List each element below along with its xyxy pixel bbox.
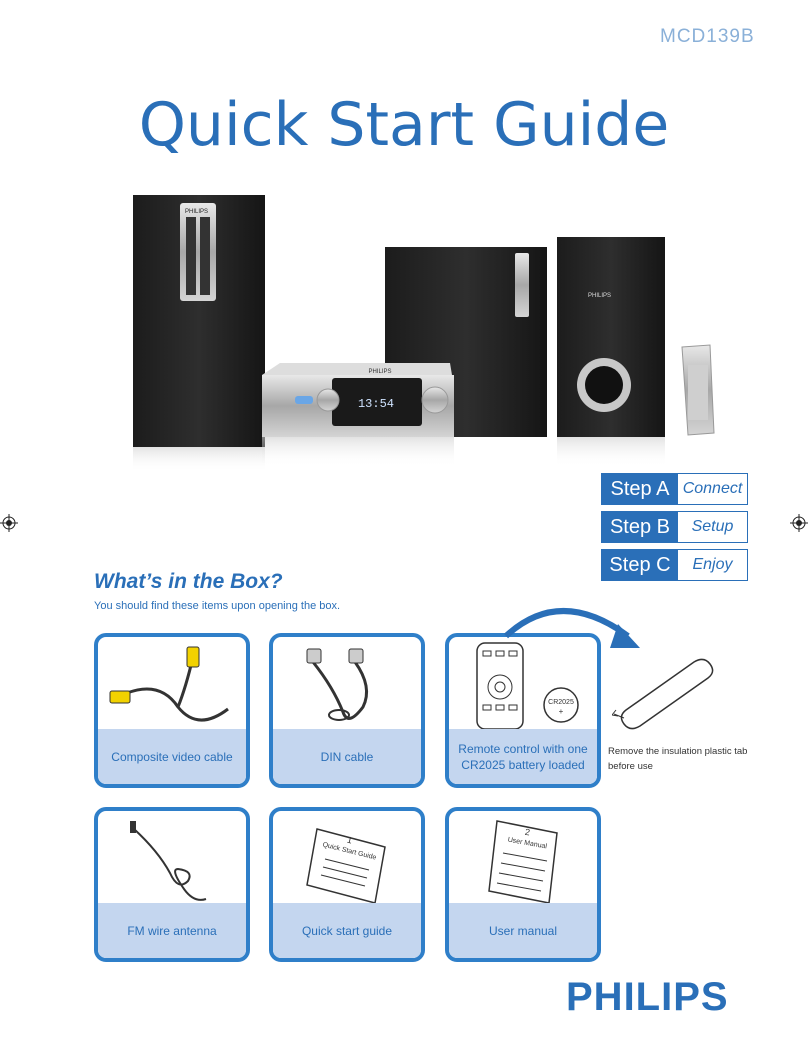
section-subtitle: You should find these items upon opening…: [94, 600, 341, 612]
unit-display: 13:54: [358, 397, 394, 411]
step-label: Step C: [602, 550, 678, 580]
item-caption: Quick start guide: [273, 903, 421, 958]
unit-brand-label: PHILIPS: [368, 369, 391, 375]
guide-number: 1: [346, 835, 353, 846]
din-cable-icon: [306, 648, 369, 721]
registration-mark-icon: [0, 514, 18, 532]
battery-note: Remove the insulation plastic tab before…: [608, 746, 748, 772]
registration-mark-icon: [790, 514, 808, 532]
manual-number: 2: [524, 827, 531, 838]
step-b: Step B Setup: [601, 511, 748, 543]
svg-text:PHILIPS: PHILIPS: [588, 293, 611, 299]
item-caption: FM wire antenna: [98, 903, 246, 958]
item-caption: User manual: [449, 903, 597, 958]
box-item-card: FM wire antenna: [94, 807, 250, 962]
steps-panel: Step A Connect Step B Setup Step C Enjoy: [601, 473, 748, 587]
curved-arrow-icon: [503, 608, 640, 648]
fm-antenna-icon: [130, 821, 207, 901]
step-action: Connect: [682, 480, 743, 497]
item-caption: Remote control with one CR2025 battery l…: [449, 729, 597, 784]
step-action: Enjoy: [692, 556, 733, 573]
step-label: Step B: [602, 512, 678, 542]
model-number: MCD139B: [660, 26, 755, 47]
battery-sign: +: [559, 707, 564, 716]
remote-control-icon: CR2025 +: [476, 642, 579, 729]
quick-guide-icon: 1 Quick Start Guide: [306, 828, 386, 903]
step-c: Step C Enjoy: [601, 549, 748, 581]
step-action: Setup: [691, 518, 734, 535]
brand-logo: PHILIPS: [566, 975, 729, 1019]
product-image: PHILIPS PHILIPS 13:54 PHILIPS: [133, 195, 715, 472]
box-item-card: Composite video cable: [94, 633, 250, 788]
battery-label: CR2025: [548, 699, 574, 706]
speaker-brand-label: PHILIPS: [185, 209, 208, 215]
item-caption: DIN cable: [273, 729, 421, 784]
composite-cable-icon: [109, 646, 229, 722]
page-title: Quick Start Guide: [138, 90, 670, 160]
remote-tab-icon: [612, 658, 714, 730]
box-item-card: CR2025 + Remote control with one CR2025 …: [445, 633, 601, 788]
box-item-card: 1 Quick Start Guide Quick start guide: [269, 807, 425, 962]
step-a: Step A Connect: [601, 473, 748, 505]
item-caption: Composite video cable: [98, 729, 246, 784]
box-item-card: DIN cable: [269, 633, 425, 788]
step-label: Step A: [602, 474, 678, 504]
user-manual-icon: 2 User Manual: [488, 820, 558, 903]
section-title: What’s in the Box?: [94, 570, 283, 593]
box-item-card: 2 User Manual User manual: [445, 807, 601, 962]
